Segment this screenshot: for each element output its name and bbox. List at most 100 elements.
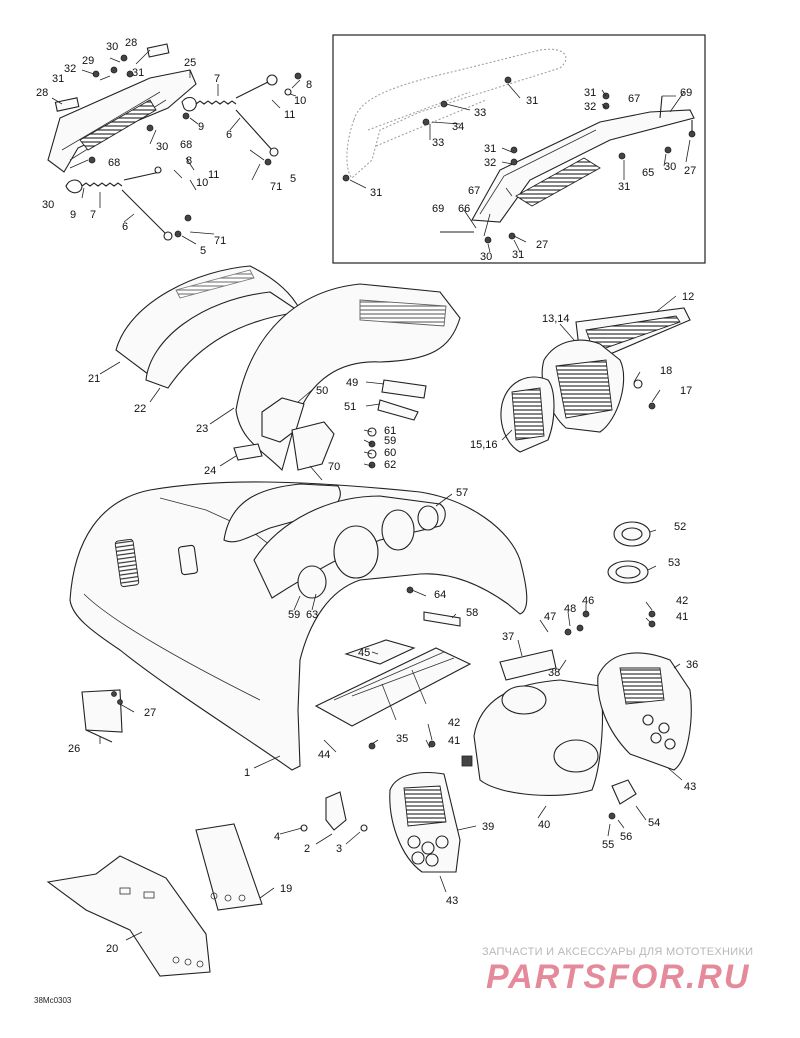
callout-59a: 59 [384, 435, 396, 447]
callout-43a: 43 [684, 781, 696, 793]
callout-21: 21 [88, 373, 100, 385]
callout-36: 36 [686, 659, 698, 671]
callout-13-14: 13,14 [542, 313, 570, 325]
callout-23: 23 [196, 423, 208, 435]
callout-30d: 30 [664, 161, 676, 173]
callout-60: 60 [384, 447, 396, 459]
callout-9b: 9 [70, 209, 76, 221]
callout-32b: 32 [584, 101, 596, 113]
callout-68a: 68 [180, 139, 192, 151]
watermark-logo: PARTSFOR.RU [486, 958, 751, 996]
callout-63: 63 [306, 609, 318, 621]
callout-52: 52 [674, 521, 686, 533]
callout-67b: 67 [468, 185, 480, 197]
callout-65: 65 [642, 167, 654, 179]
callout-11a: 11 [284, 109, 295, 121]
callout-10a: 10 [294, 95, 306, 107]
callout-5b: 5 [200, 245, 206, 257]
callout-5a: 5 [290, 173, 296, 185]
callout-28a: 28 [125, 37, 137, 49]
callout-66: 66 [458, 203, 470, 215]
callout-3: 3 [336, 843, 342, 855]
callout-17: 17 [680, 385, 692, 397]
callout-69a: 69 [680, 87, 692, 99]
callout-31g: 31 [618, 181, 630, 193]
callout-44: 44 [318, 749, 330, 761]
callout-31f: 31 [484, 143, 496, 155]
callout-24: 24 [204, 465, 216, 477]
callout-57: 57 [456, 487, 468, 499]
callout-34: 34 [452, 121, 464, 133]
callout-33b: 33 [432, 137, 444, 149]
callout-39: 39 [482, 821, 494, 833]
callout-15-16: 15,16 [470, 439, 498, 451]
callout-31h: 31 [512, 249, 524, 261]
callout-12: 12 [682, 291, 694, 303]
callout-2: 2 [304, 843, 310, 855]
callout-25: 25 [184, 57, 196, 69]
callout-19: 19 [280, 883, 292, 895]
callout-45: 45 [358, 647, 370, 659]
callout-11b: 11 [208, 169, 219, 181]
callout-8b: 8 [186, 155, 192, 167]
callout-43b: 43 [446, 895, 458, 907]
springs-and-links [81, 54, 302, 241]
callout-62: 62 [384, 459, 396, 471]
callout-71b: 71 [214, 235, 226, 247]
callout-48: 48 [564, 603, 576, 615]
callout-55: 55 [602, 839, 614, 851]
callout-31d: 31 [370, 187, 382, 199]
callout-10b: 10 [196, 177, 208, 189]
callout-50: 50 [316, 385, 328, 397]
console-and-side-panels [389, 652, 692, 873]
reference-code: 38Mc0303 [34, 996, 72, 1005]
callout-20: 20 [106, 943, 118, 955]
callout-41a: 41 [676, 611, 688, 623]
detail-inset [332, 34, 706, 264]
callout-31b: 31 [132, 67, 144, 79]
callout-49: 49 [346, 377, 358, 389]
lower-brackets-and-mudflaps [46, 689, 368, 977]
callout-47: 47 [544, 611, 556, 623]
callout-61: 61 [384, 425, 396, 437]
callout-30a: 30 [106, 41, 118, 53]
callout-28b: 28 [36, 87, 48, 99]
callout-56: 56 [620, 831, 632, 843]
callout-27b: 27 [536, 239, 548, 251]
callout-51: 51 [344, 401, 356, 413]
callout-6b: 6 [122, 221, 128, 233]
callout-22: 22 [134, 403, 146, 415]
callout-38: 38 [548, 667, 560, 679]
callout-64: 64 [434, 589, 446, 601]
callout-35: 35 [396, 733, 408, 745]
main-hood-body [69, 481, 528, 771]
callout-42a: 42 [676, 595, 688, 607]
callout-40: 40 [538, 819, 550, 831]
callout-32c: 32 [484, 157, 496, 169]
upper-fairing-panels [115, 265, 461, 472]
callout-69b: 69 [432, 203, 444, 215]
callout-7b: 7 [90, 209, 96, 221]
gauge-rings [607, 521, 651, 584]
callout-30e: 30 [480, 251, 492, 263]
callout-33a: 33 [474, 107, 486, 119]
side-vent-assembly [500, 307, 691, 453]
callout-41b: 41 [448, 735, 460, 747]
callout-37: 37 [502, 631, 514, 643]
callout-59b: 59 [288, 609, 300, 621]
callout-27c: 27 [144, 707, 156, 719]
callout-31c: 31 [526, 95, 538, 107]
callout-4: 4 [274, 831, 280, 843]
callout-58: 58 [466, 607, 478, 619]
rear-rack-assembly [47, 43, 197, 194]
callout-6a: 6 [226, 129, 232, 141]
callout-67a: 67 [628, 93, 640, 105]
callout-8a: 8 [306, 79, 312, 91]
callout-32a: 32 [64, 63, 76, 75]
callout-7a: 7 [214, 73, 220, 85]
callout-46: 46 [582, 595, 594, 607]
callout-labels: 28 30 25 29 31 32 31 28 7 8 10 11 9 68 6… [36, 37, 698, 955]
callout-29: 29 [82, 55, 94, 67]
trays-and-brackets [314, 586, 656, 750]
